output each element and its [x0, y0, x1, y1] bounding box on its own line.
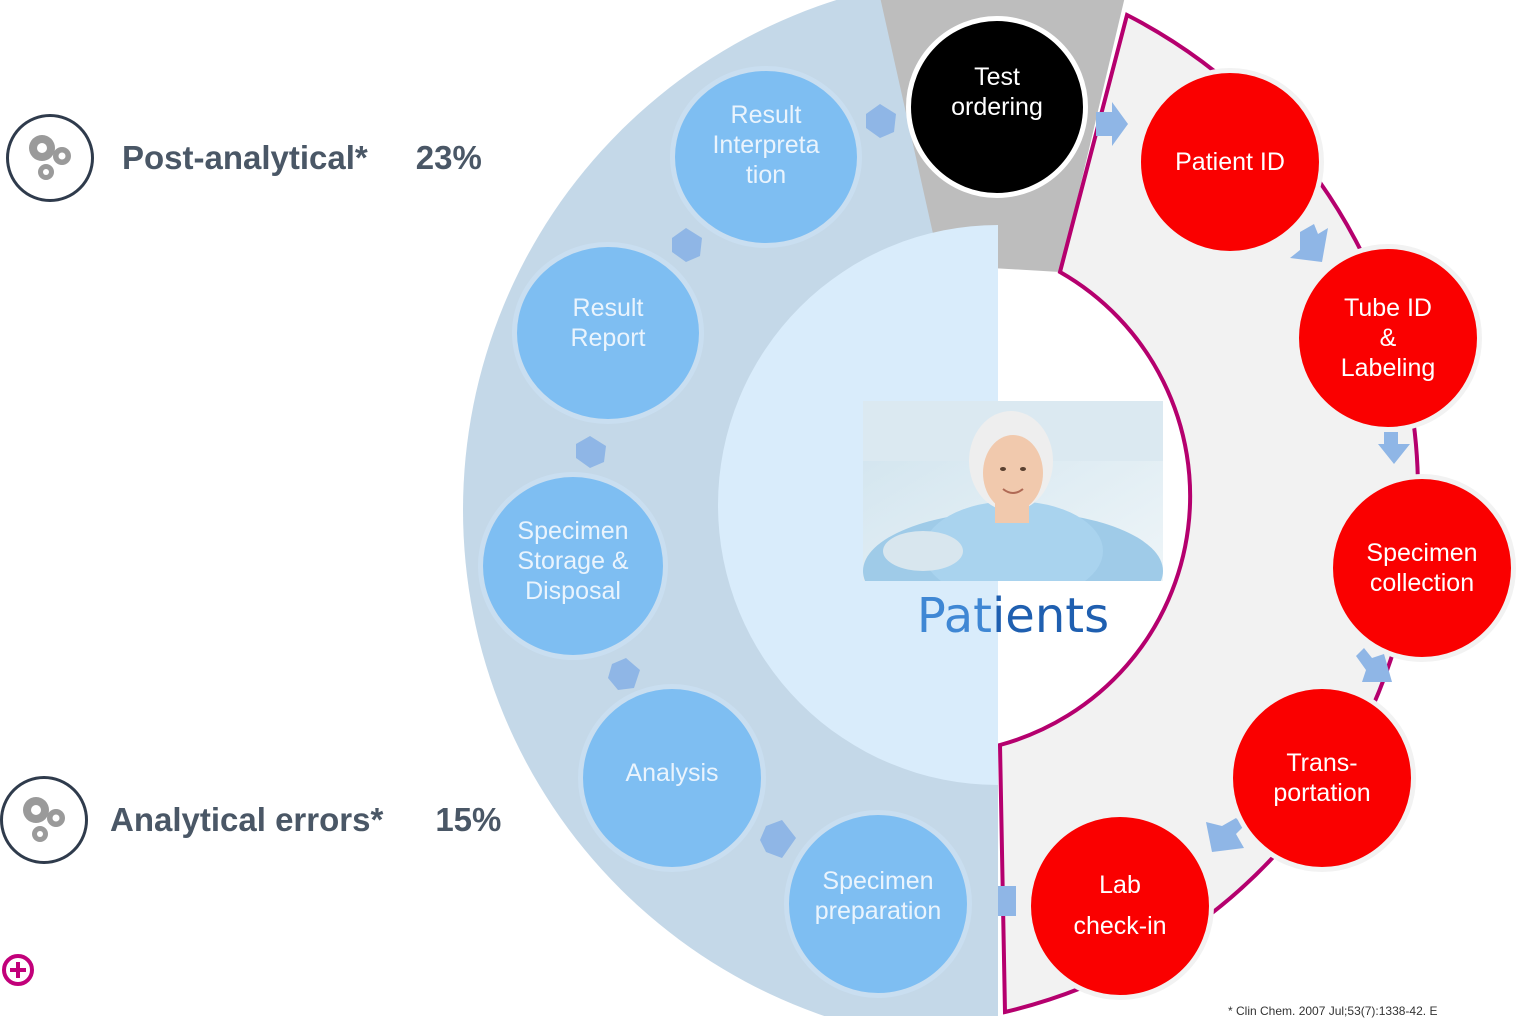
specimen-collection-node: Specimen collection [1328, 474, 1516, 662]
post-analytical-legend: Post-analytical* 23% [6, 114, 482, 202]
lab-check-in-label: Lab check-in [1073, 870, 1167, 940]
specimen-preparation-node: Specimen preparation [784, 810, 972, 998]
post-analytical-label: Post-analytical* [122, 139, 368, 176]
result-interpretation-node: Result Interpreta tion [670, 66, 862, 248]
test-ordering-node: Test ordering [906, 16, 1088, 198]
lab-check-in-node: Lab check-in [1026, 812, 1214, 1000]
tube-id-labeling-node: Tube ID & Labeling [1294, 244, 1482, 432]
gears-icon [6, 114, 94, 202]
analysis-node: Analysis [578, 684, 766, 872]
patient-photo [863, 401, 1163, 581]
patients-label-part1: Pat [916, 588, 992, 644]
patients-label: Patients [863, 588, 1163, 644]
arrow-7 [760, 820, 796, 858]
brand-logo-icon [2, 954, 34, 986]
specimen-preparation-label: Specimen preparation [814, 867, 942, 925]
arrow-4 [1356, 648, 1392, 682]
analytical-errors-legend: Analytical errors* 15% [0, 776, 501, 864]
patient-id-node: Patient ID [1136, 68, 1324, 256]
specimen-storage-label: Specimen Storage & Disposal [517, 517, 629, 605]
footnote: * Clin Chem. 2007 Jul;53(7):1338-42. E [1228, 1004, 1438, 1018]
transportation-label: Trans- portation [1273, 749, 1371, 807]
patient-id-label: Patient ID [1175, 148, 1285, 176]
arrow-2 [1290, 224, 1328, 262]
result-report-label: Result Report [570, 294, 646, 352]
result-interpretation-label: Result Interpreta tion [712, 101, 820, 189]
arrow-11 [866, 104, 896, 138]
arrow-1 [1096, 102, 1128, 146]
arrow-10 [672, 228, 702, 262]
analytical-errors-label: Analytical errors* [110, 801, 384, 838]
flow-arrows [576, 102, 1410, 916]
arrow-3 [1378, 432, 1410, 464]
arrow-8 [608, 658, 640, 690]
test-ordering-label: Test ordering [951, 63, 1043, 121]
inner-circle [718, 225, 998, 785]
analytical-errors-percent: 15% [435, 801, 502, 838]
arrow-9 [576, 436, 606, 468]
specimen-storage-node: Specimen Storage & Disposal [478, 472, 668, 660]
post-analytical-percent: 23% [415, 139, 482, 176]
gears-icon [0, 776, 88, 864]
result-report-node: Result Report [512, 242, 704, 424]
tube-id-labeling-label: Tube ID & Labeling [1340, 294, 1436, 382]
arrow-5 [1206, 818, 1244, 852]
transportation-node: Trans- portation [1228, 684, 1416, 872]
arrow-6 [998, 886, 1016, 916]
analysis-label: Analysis [625, 759, 719, 787]
patients-label-part2: ients [991, 588, 1110, 644]
specimen-collection-label: Specimen collection [1366, 539, 1478, 597]
